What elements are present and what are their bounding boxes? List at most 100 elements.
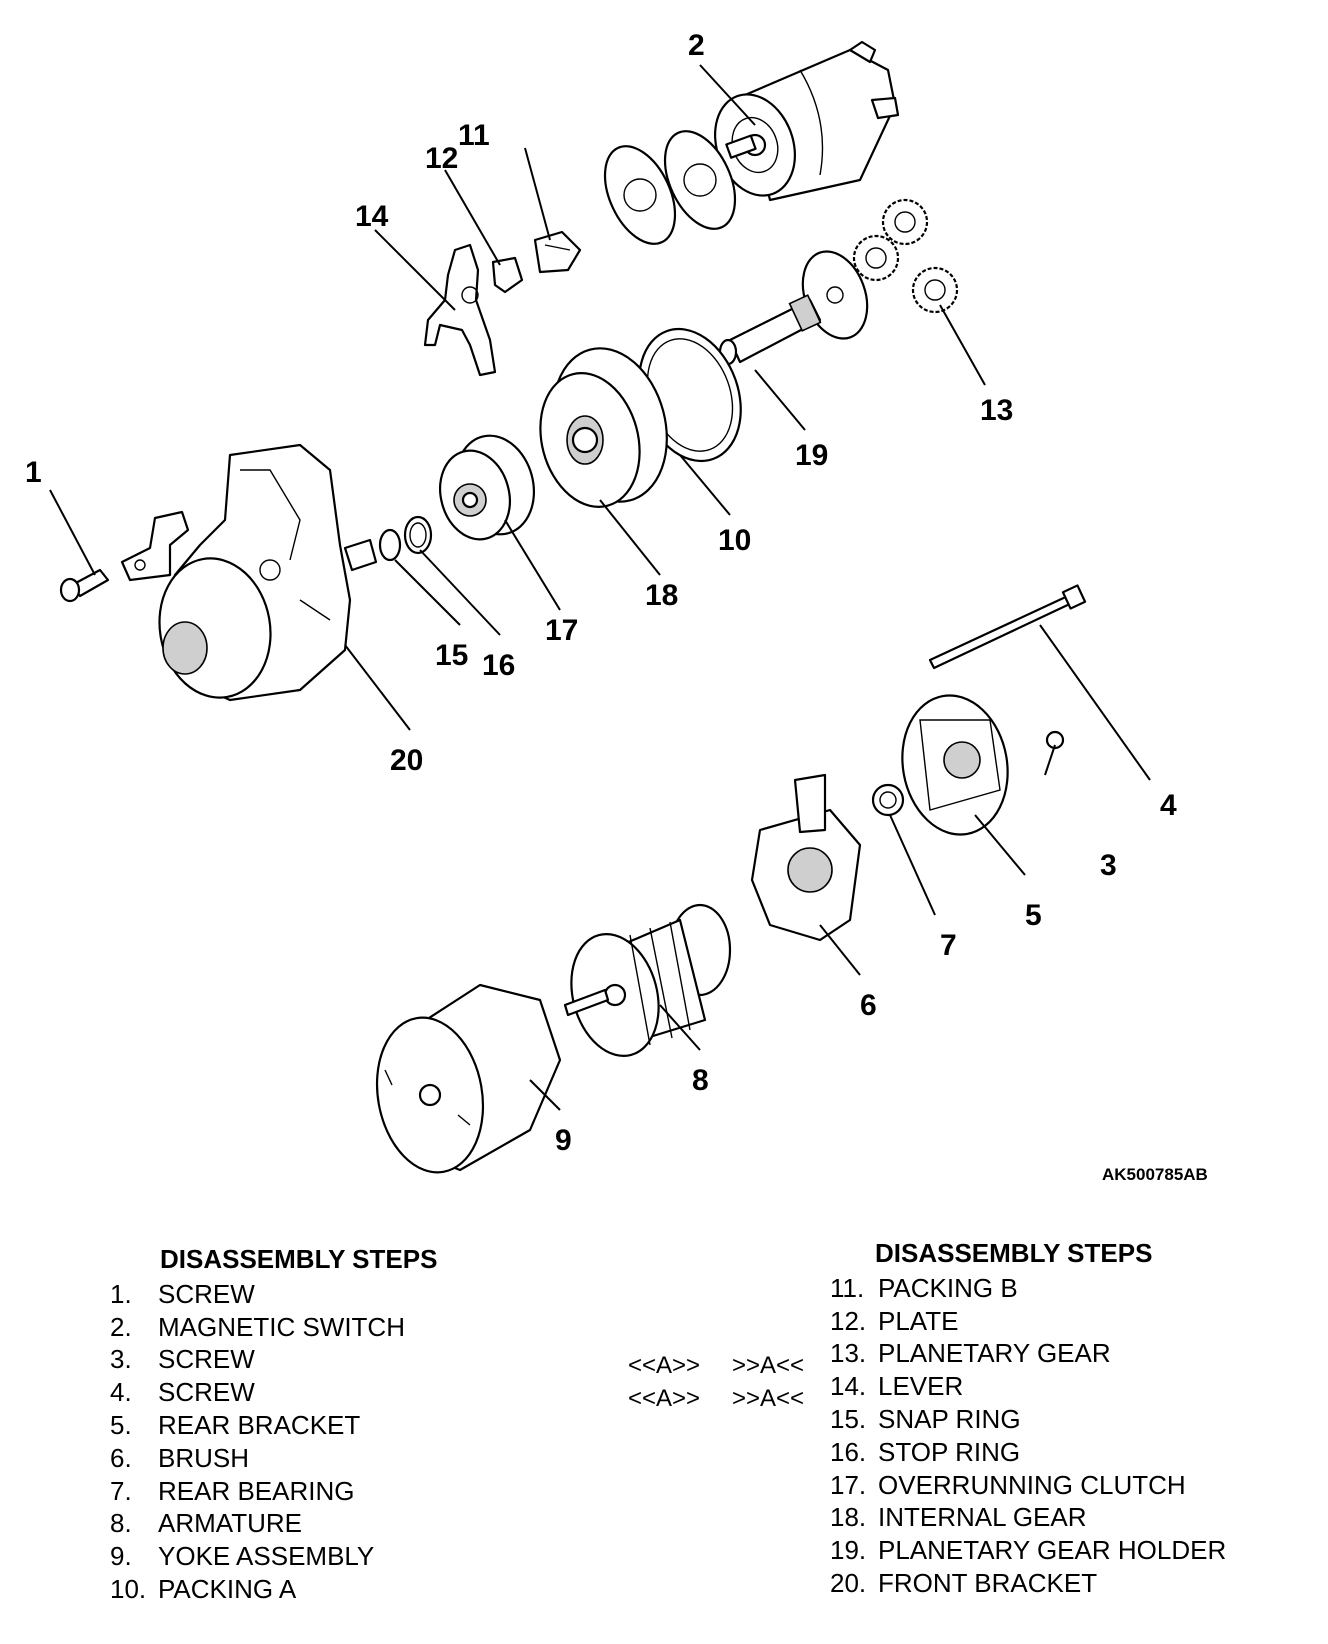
step-name: PLATE bbox=[878, 1305, 959, 1336]
step-number: 5. bbox=[110, 1409, 132, 1440]
planetary-gears-part bbox=[852, 198, 959, 314]
step-name: ARMATURE bbox=[158, 1508, 302, 1539]
callout-12: 12 bbox=[425, 142, 458, 175]
yoke-assembly-part bbox=[375, 983, 562, 1174]
callout-16: 16 bbox=[482, 649, 515, 682]
step-number: 20. bbox=[830, 1567, 867, 1598]
step-row: 2. MAGNETIC SWITCH bbox=[110, 1311, 630, 1344]
step-name: REAR BRACKET bbox=[158, 1409, 361, 1440]
step-name: LEVER bbox=[878, 1371, 964, 1402]
step-name: INTERNAL GEAR bbox=[878, 1502, 1087, 1533]
step-number: 15. bbox=[830, 1403, 867, 1434]
disassembly-steps-right: DISASSEMBLY STEPS 11.PACKING B 12.PLATE … bbox=[830, 1237, 1310, 1600]
step-row: 11.PACKING B bbox=[830, 1272, 1310, 1305]
callout-7: 7 bbox=[940, 929, 957, 962]
front-bracket-part bbox=[158, 443, 352, 702]
step-number: 12. bbox=[830, 1305, 867, 1336]
step-name: YOKE ASSEMBLY bbox=[158, 1541, 375, 1572]
callout-11: 11 bbox=[458, 119, 490, 152]
lever-part bbox=[423, 243, 497, 377]
stop-ring-part bbox=[403, 515, 433, 555]
overrunning-clutch-part bbox=[439, 434, 536, 541]
callout-15: 15 bbox=[435, 639, 468, 672]
callout-18: 18 bbox=[645, 579, 678, 612]
step-row: 8. ARMATURE bbox=[110, 1507, 630, 1540]
steps-heading-left: DISASSEMBLY STEPS bbox=[160, 1244, 438, 1274]
planetary-gear-holder-part bbox=[718, 250, 869, 366]
callout-13: 13 bbox=[980, 394, 1013, 427]
callout-19: 19 bbox=[795, 439, 828, 472]
step-number: 16. bbox=[830, 1436, 867, 1467]
step-row: 4. SCREW bbox=[110, 1376, 630, 1409]
step-row: 7.REAR BEARING bbox=[110, 1475, 630, 1508]
step-name: PACKING A bbox=[158, 1573, 297, 1604]
step-number: 13. bbox=[830, 1338, 867, 1369]
through-bolt-part bbox=[928, 584, 1087, 670]
step-name: BRUSH bbox=[158, 1442, 250, 1473]
step-row: 19. PLANETARY GEAR HOLDER bbox=[830, 1534, 1310, 1567]
callout-9: 9 bbox=[555, 1124, 572, 1157]
step-row: 12. PLATE bbox=[830, 1305, 1310, 1338]
exploded-view-diagram: 1 2 3 4 5 6 7 8 9 10 11 12 13 14 15 16 1… bbox=[25, 29, 1208, 1184]
step-number: 3. bbox=[110, 1344, 132, 1375]
step-name: SNAP RING bbox=[878, 1403, 1021, 1434]
rear-bearing-part bbox=[871, 783, 905, 817]
callout-3: 3 bbox=[1100, 849, 1117, 882]
removal-mark-16: <<A>> bbox=[628, 1385, 701, 1412]
step-number: 1. bbox=[110, 1278, 132, 1309]
step-name: MAGNETIC SWITCH bbox=[158, 1311, 405, 1342]
step-row: 20.FRONT BRACKET bbox=[830, 1567, 1310, 1600]
step-number: 4. bbox=[110, 1377, 132, 1408]
step-number: 8. bbox=[110, 1508, 132, 1539]
mounting-plate-part bbox=[120, 510, 190, 582]
rear-bracket-part bbox=[901, 694, 1009, 836]
step-row: 16. STOP RING bbox=[830, 1436, 1310, 1469]
step-name: SCREW bbox=[158, 1377, 255, 1408]
step-name: STOP RING bbox=[878, 1436, 1021, 1467]
step-row: 13. PLANETARY GEAR bbox=[830, 1337, 1310, 1370]
callout-4: 4 bbox=[1160, 789, 1177, 822]
step-number: 17. bbox=[830, 1469, 867, 1500]
callout-20: 20 bbox=[390, 744, 423, 777]
step-name: REAR BEARING bbox=[158, 1475, 355, 1506]
armature-part bbox=[563, 903, 732, 1057]
step-row: 6. BRUSH bbox=[110, 1442, 630, 1475]
callout-14: 14 bbox=[355, 200, 389, 233]
step-row: 3. SCREW bbox=[110, 1343, 630, 1376]
leader-lines bbox=[49, 64, 1151, 1111]
packing-b-part bbox=[533, 230, 582, 274]
figure-id: AK500785AB bbox=[1102, 1165, 1208, 1184]
step-name: PLANETARY GEAR bbox=[878, 1338, 1111, 1369]
removal-mark-15: <<A>> bbox=[628, 1352, 701, 1379]
packing-plates-part bbox=[603, 130, 737, 245]
step-number: 2. bbox=[110, 1311, 132, 1342]
magnetic-switch-part bbox=[714, 40, 900, 202]
brush-part bbox=[750, 773, 862, 942]
step-row: 17. OVERRUNNING CLUTCH bbox=[830, 1469, 1310, 1502]
step-row: 1.SCREW bbox=[110, 1278, 630, 1311]
callout-17: 17 bbox=[545, 614, 578, 647]
step-row: 14. LEVER bbox=[830, 1370, 1310, 1403]
internal-gear-part bbox=[539, 347, 668, 508]
step-row: 15. SNAP RING bbox=[830, 1403, 1310, 1436]
callout-labels: 1 2 3 4 5 6 7 8 9 10 11 12 13 14 15 16 1… bbox=[25, 29, 1177, 1157]
callout-8: 8 bbox=[692, 1064, 709, 1097]
disassembly-steps-left: DISASSEMBLY STEPS 1.SCREW 2.MAGNETIC SWI… bbox=[110, 1243, 630, 1606]
screw-1-part bbox=[59, 568, 110, 603]
step-name: SCREW bbox=[158, 1344, 255, 1375]
step-name: PLANETARY GEAR HOLDER bbox=[878, 1535, 1227, 1566]
step-number: 10. bbox=[110, 1573, 147, 1604]
step-row: 10. PACKING A bbox=[110, 1573, 630, 1606]
step-number: 19. bbox=[830, 1535, 867, 1566]
step-row: 5. REAR BRACKET bbox=[110, 1409, 630, 1442]
step-number: 6. bbox=[110, 1442, 132, 1473]
steps-heading-right: DISASSEMBLY STEPS bbox=[875, 1238, 1153, 1268]
callout-10: 10 bbox=[718, 524, 751, 557]
step-number: 14. bbox=[830, 1371, 867, 1402]
callout-2: 2 bbox=[688, 29, 705, 62]
installation-mark-16: >>A<< bbox=[732, 1385, 805, 1412]
step-name: OVERRUNNING CLUTCH bbox=[878, 1469, 1186, 1500]
step-number: 18. bbox=[830, 1502, 867, 1533]
step-name: PACKING B bbox=[878, 1272, 1018, 1303]
plate-part bbox=[491, 256, 524, 294]
